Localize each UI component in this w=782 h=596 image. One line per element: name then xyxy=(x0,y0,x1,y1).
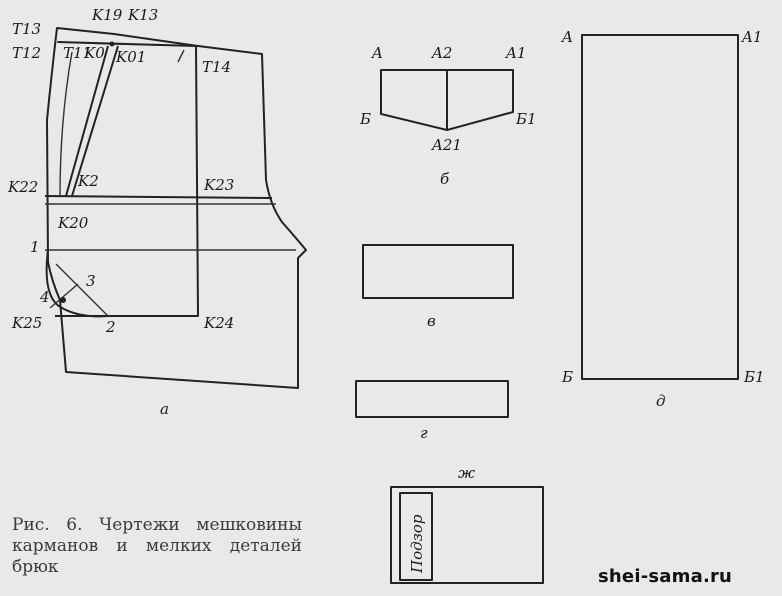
rect-v xyxy=(362,244,514,299)
label-k01: K01 xyxy=(115,48,146,66)
corner-curve xyxy=(45,249,109,318)
trouser-outline xyxy=(46,27,307,389)
rect-d xyxy=(581,34,739,380)
label-point-4: 4 xyxy=(39,288,50,306)
label-point-3: 3 xyxy=(86,272,96,290)
label-k25: K25 xyxy=(11,314,42,332)
pocket-opening-line xyxy=(65,45,109,197)
label-t11: T11 xyxy=(63,44,92,62)
figure-a-trouser-front: T13 K19 K13 T12 T11 K0 K01 T14 K2 K22 K2… xyxy=(7,6,307,418)
figure-g-rect: г xyxy=(355,380,509,442)
pocket-side-curve xyxy=(59,51,73,197)
corner-triangle xyxy=(49,263,109,317)
label-b-a2: A2 xyxy=(430,44,452,62)
podzor-strip xyxy=(399,492,433,581)
label-t12: T12 xyxy=(12,44,41,62)
line-k22-k23 xyxy=(44,195,273,199)
label-k19: K19 xyxy=(91,6,123,24)
label-d-b1: Б1 xyxy=(743,368,765,386)
label-point-2: 2 xyxy=(105,318,116,336)
label-k20: K20 xyxy=(57,214,89,232)
rect-g xyxy=(355,380,509,418)
figure-b-letter: б xyxy=(440,170,450,188)
pentagon-outline xyxy=(380,69,514,131)
label-b-a1: A1 xyxy=(504,44,526,62)
figure-g-letter: г xyxy=(420,424,428,442)
podzor-label: Подзор xyxy=(408,514,426,574)
label-k23: K23 xyxy=(203,176,234,194)
figure-a-letter: а xyxy=(160,400,169,418)
label-b-b: Б xyxy=(359,110,371,128)
label-k24: K24 xyxy=(203,314,234,332)
label-b-a: A xyxy=(370,44,383,62)
point-k0-dot xyxy=(109,41,115,47)
figure-v-rect: в xyxy=(362,244,514,330)
figure-b-pentagon: A A2 A1 Б Б1 A21 б xyxy=(359,44,537,188)
figure-v-letter: в xyxy=(427,312,436,330)
label-k13: K13 xyxy=(127,6,158,24)
figure-d-rect: A A1 Б Б1 д xyxy=(560,28,765,410)
label-d-b: Б xyxy=(561,368,573,386)
rect-zh xyxy=(390,486,544,584)
t14-tick xyxy=(177,49,185,63)
label-t14: T14 xyxy=(202,58,231,76)
label-k2: K2 xyxy=(77,172,99,190)
label-point-1: 1 xyxy=(30,238,40,256)
figure-d-letter: д xyxy=(656,392,666,410)
label-b-a21: A21 xyxy=(430,136,462,154)
pocket-facing-line xyxy=(71,45,119,197)
label-t13: T13 xyxy=(12,20,41,38)
label-d-a1: A1 xyxy=(740,28,762,46)
site-watermark: shei-sama.ru xyxy=(598,566,733,587)
figure-zh-letter: ж xyxy=(458,464,475,482)
figure-caption: Рис. 6. Чертежи мешковины карманов и мел… xyxy=(12,515,302,577)
figure-zh-rect: Подзор ж xyxy=(390,464,544,584)
point-4-dot xyxy=(60,297,66,303)
label-d-a: A xyxy=(560,28,573,46)
label-b-b1: Б1 xyxy=(515,110,537,128)
label-k22: K22 xyxy=(7,178,38,196)
label-k0: K0 xyxy=(83,44,105,62)
pocket-bag-rect xyxy=(55,41,199,317)
